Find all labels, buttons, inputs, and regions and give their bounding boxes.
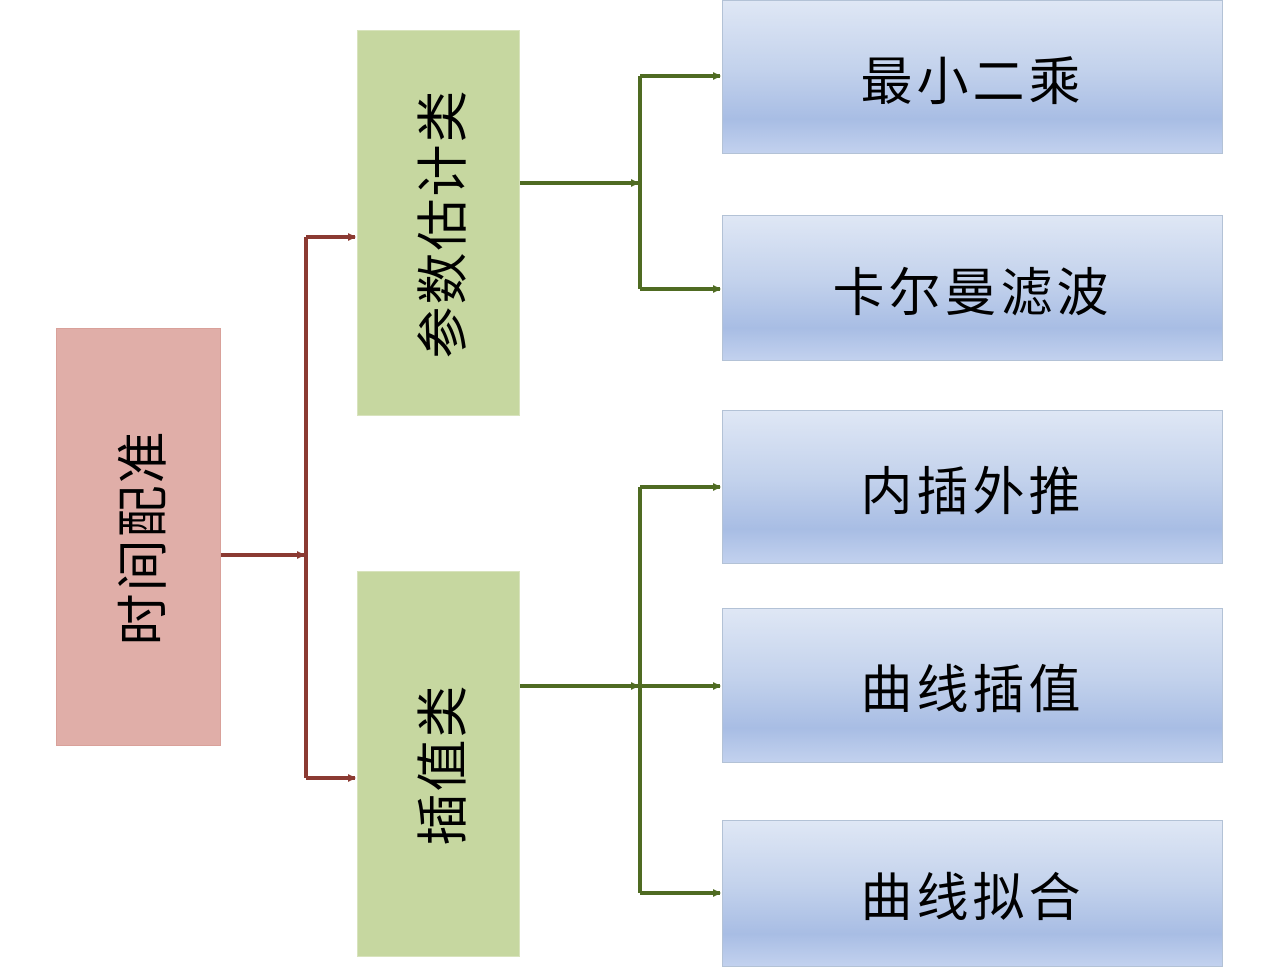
method-node-label: 最小二乘 bbox=[860, 52, 1085, 113]
category-node-interpolation: 插值类 bbox=[357, 571, 520, 957]
method-node-kalman-filter: 卡尔曼滤波 bbox=[722, 215, 1223, 361]
method-node-label: 内插外推 bbox=[860, 462, 1085, 523]
method-node-interpolation-extrapolation: 内插外推 bbox=[722, 410, 1223, 564]
method-node-curve-fitting: 曲线拟合 bbox=[722, 820, 1223, 967]
category-node-parameter-estimation: 参数估计类 bbox=[357, 30, 520, 416]
category-node-label: 参数估计类 bbox=[414, 87, 475, 359]
root-node-label: 时间配准 bbox=[114, 428, 175, 646]
method-node-label: 卡尔曼滤波 bbox=[832, 263, 1113, 324]
method-node-curve-interpolation: 曲线插值 bbox=[722, 608, 1223, 763]
category-node-label: 插值类 bbox=[414, 682, 475, 846]
method-node-label: 曲线拟合 bbox=[860, 869, 1085, 929]
method-node-least-squares: 最小二乘 bbox=[722, 0, 1223, 154]
root-node: 时间配准 bbox=[56, 328, 221, 746]
method-node-label: 曲线插值 bbox=[860, 661, 1085, 721]
